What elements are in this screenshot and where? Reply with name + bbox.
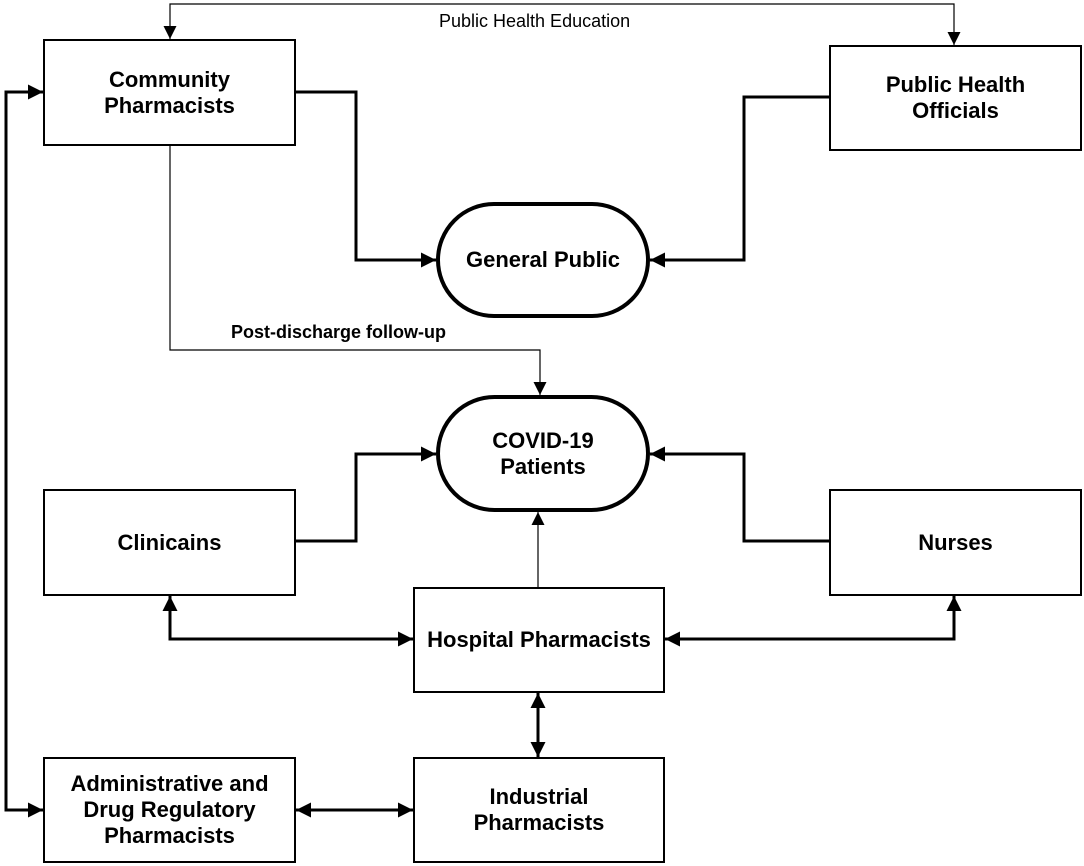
edge-public-health-education bbox=[163, 3, 961, 45]
covid-19-patients-node: COVID-19 Patients bbox=[436, 395, 650, 512]
edge-clinicians-hospital bbox=[162, 596, 413, 647]
edge-officials-to-general-public bbox=[650, 95, 829, 268]
post-discharge-follow-up-label: Post-discharge follow-up bbox=[231, 322, 447, 342]
hospital-pharmacists-box: Hospital Pharmacists bbox=[413, 587, 665, 693]
clinicians-box: Clinicains bbox=[43, 489, 296, 596]
edge-hospital-nurses bbox=[665, 596, 962, 647]
nurses-box: Nurses bbox=[829, 489, 1082, 596]
general-public-node: General Public bbox=[436, 202, 650, 318]
public-health-officials-box: Public Health Officials bbox=[829, 45, 1082, 151]
community-pharmacists-box: Community Pharmacists bbox=[43, 39, 296, 146]
administrative-drug-regulatory-pharmacists-box: Administrative and Drug Regulatory Pharm… bbox=[43, 757, 296, 863]
industrial-pharmacists-box: Industrial Pharmacists bbox=[413, 757, 665, 863]
edge-post-discharge-follow-up bbox=[169, 146, 547, 395]
edge-clinicians-to-patients bbox=[296, 446, 436, 543]
public-health-education-label: Public Health Education bbox=[439, 11, 631, 31]
edge-community-to-general-public bbox=[296, 90, 436, 268]
edge-community-admin bbox=[4, 84, 43, 818]
edge-nurses-to-patients bbox=[650, 446, 829, 543]
